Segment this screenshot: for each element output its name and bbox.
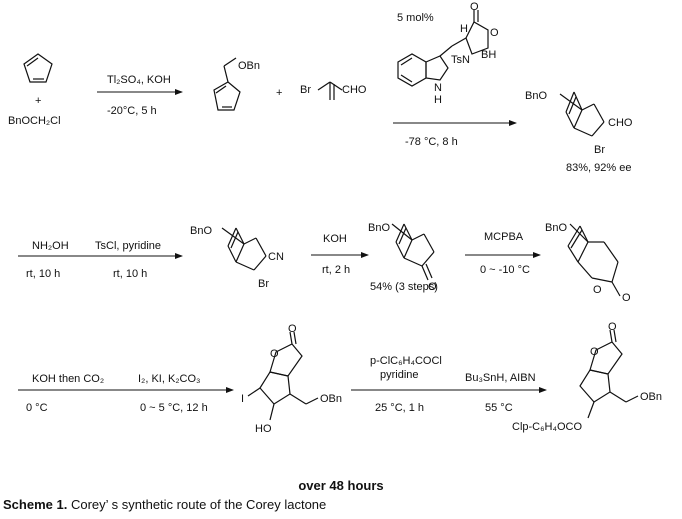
step4-reagent: TsCl, pyridine [95, 240, 161, 252]
corey-lactone-ring-o: O [590, 346, 599, 358]
catalyst-indole-h: H [434, 94, 442, 106]
step1-reagents: Tl₂SO₄, KOH [107, 74, 171, 86]
ketone-bno-label: BnO [368, 222, 390, 234]
nitrile-bno-label: BnO [190, 225, 212, 237]
corey-lactone-structure [579, 329, 639, 419]
lactone-ring-o: O [593, 284, 602, 296]
iodolactone-i-label: I [241, 393, 244, 405]
step7-conditions: 0 °C [26, 402, 48, 414]
step10-reagent: Bu₃SnH, AIBN [465, 372, 536, 384]
oxazaborolidine-catalyst-structure [397, 10, 489, 87]
corey-lactone-obn-label: OBn [640, 391, 662, 403]
ketone-o-label: O [428, 281, 437, 293]
bicyclic-lactone-structure [567, 223, 621, 297]
corey-lactone-ester-label: Clp-C₆H₄OCO [512, 421, 582, 433]
adduct-bno-label: BnO [525, 90, 547, 102]
bnoch2cl-label: BnOCH₂Cl [8, 115, 61, 127]
step3-reagent: NH₂OH [32, 240, 69, 252]
step6-reagent: MCPBA [484, 231, 524, 243]
iodolactone-carbonyl-o: O [288, 323, 297, 335]
catalyst-loading: 5 mol% [397, 12, 434, 24]
step5-yield: 54% (3 steps) [370, 281, 438, 293]
cho-label: CHO [342, 84, 367, 96]
step6-conditions: 0 ~ -10 °C [480, 264, 530, 276]
diene-obn-label: OBn [238, 60, 260, 72]
nitrile-structure [221, 227, 267, 271]
catalyst-bh: BH [481, 49, 496, 61]
step2-yield: 83%, 92% ee [566, 162, 631, 174]
step1-conditions: -20°C, 5 h [107, 105, 157, 117]
scheme-caption: Scheme 1. Corey’ s synthetic route of th… [3, 497, 326, 512]
iodolactone-obn-label: OBn [320, 393, 342, 405]
plus-sign-2: + [276, 87, 282, 99]
br-label: Br [300, 84, 311, 96]
adduct-cho-label: CHO [608, 117, 633, 129]
step8-conditions: 0 ~ 5 °C, 12 h [140, 402, 208, 414]
step3-conditions: rt, 10 h [26, 268, 60, 280]
step9-reagent-b: pyridine [380, 369, 419, 381]
step9-conditions: 25 °C, 1 h [375, 402, 424, 414]
plus-sign: + [35, 95, 41, 107]
step5-conditions: rt, 2 h [322, 264, 350, 276]
iodolactone-ring-o: O [270, 348, 279, 360]
catalyst-ring-o: O [490, 27, 499, 39]
step2-conditions: -78 °C, 8 h [405, 136, 458, 148]
lactone-carbonyl-o: O [622, 292, 631, 304]
cyclopentadiene-structure [23, 53, 53, 83]
bicyclic-ketone-structure [391, 223, 435, 281]
step8-reagent: I₂, KI, K₂CO₃ [138, 373, 201, 385]
step4-conditions: rt, 10 h [113, 268, 147, 280]
step7-reagent: KOH then CO₂ [32, 373, 104, 385]
lactone-bno-label: BnO [545, 222, 567, 234]
duration-label: over 48 hours [298, 478, 384, 493]
benzyloxymethyl-cyclopentadiene-structure [213, 57, 241, 111]
iodolactone-structure [247, 331, 319, 421]
iodolactone-ho-label: HO [255, 423, 272, 435]
nitrile-br-label: Br [258, 278, 269, 290]
step10-conditions: 55 °C [485, 402, 513, 414]
catalyst-tsn: TsN [451, 54, 470, 66]
bromoacrolein-structure [317, 81, 343, 100]
corey-lactone-carbonyl-o: O [608, 321, 617, 333]
adduct-br-label: Br [594, 144, 605, 156]
catalyst-indole-n: N [434, 82, 442, 94]
catalyst-h: H [460, 23, 468, 35]
scheme-title: Corey’ s synthetic route of the Corey la… [70, 497, 327, 512]
step9-reagent-a: p-ClC₆H₄COCl [370, 355, 442, 367]
catalyst-carbonyl-o: O [470, 1, 479, 13]
step5-reagent: KOH [323, 233, 347, 245]
scheme-number: Scheme 1. [3, 497, 68, 512]
nitrile-cn-label: CN [268, 251, 284, 263]
diels-alder-adduct-structure [559, 91, 605, 137]
